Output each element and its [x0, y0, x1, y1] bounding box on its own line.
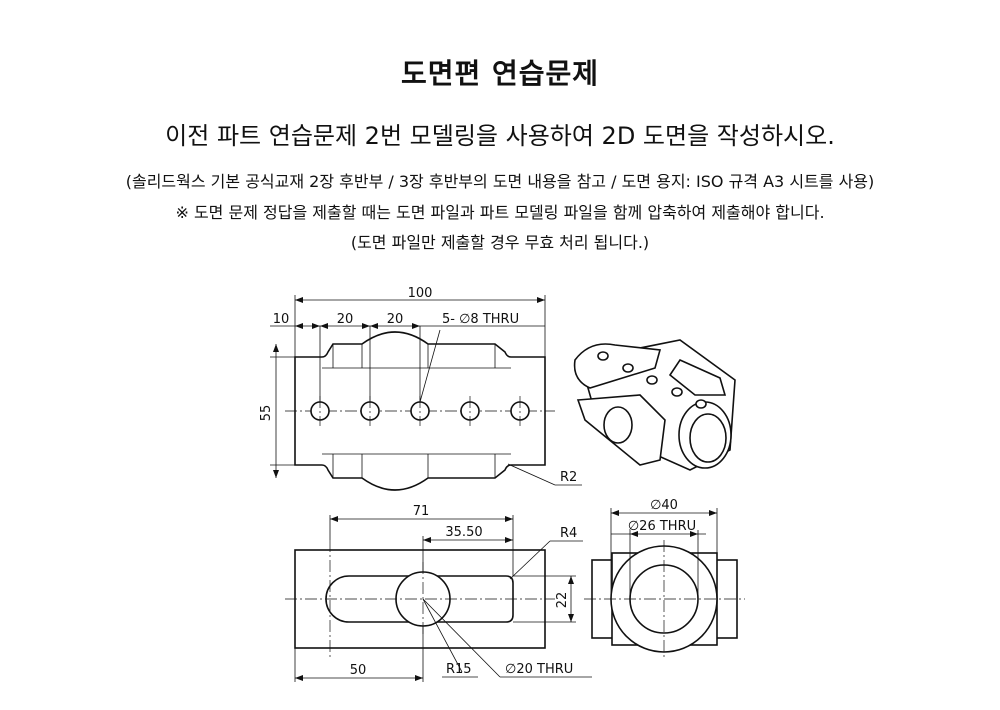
iso-right-boss — [668, 358, 727, 396]
dim-20-label-2: 20 — [387, 312, 404, 327]
top-view: 100 10 20 20 5- ∅8 THRU 55 R2 — [259, 286, 582, 491]
leader-line — [422, 598, 463, 673]
dim-71-label: 71 — [413, 504, 430, 519]
front-view: 71 35.50 R4 22 50 R15 ∅20 THRU — [285, 504, 592, 682]
bore-callout: ∅20 THRU — [505, 662, 573, 677]
submission-note: ※ 도면 문제 정답을 제출할 때는 도면 파일과 파트 모델링 파일을 함께 … — [175, 203, 825, 222]
side-view: ∅40 ∅26 THRU — [584, 498, 745, 660]
arrowheads — [295, 323, 420, 329]
dim-3550-label: 35.50 — [445, 525, 482, 540]
dim-22-label: 22 — [555, 592, 570, 609]
iso-bore-inner — [689, 413, 727, 463]
dim-50-label: 50 — [350, 663, 367, 678]
iso-top-boss — [573, 343, 662, 389]
isometric-view — [573, 339, 736, 471]
reference-note: (솔리드웍스 기본 공식교재 2장 후반부 / 3장 후반부의 도면 내용을 참… — [125, 172, 875, 191]
dim-100-label: 100 — [408, 286, 433, 301]
dim-55-label: 55 — [259, 405, 274, 422]
dim-40-label: ∅40 — [650, 498, 678, 513]
hole-group — [310, 396, 530, 426]
dim-10-label: 10 — [273, 312, 290, 327]
page-title: 도면편 연습문제 — [400, 57, 600, 90]
arrowheads — [630, 531, 698, 537]
leader-line — [419, 329, 441, 403]
leader-line — [509, 540, 551, 580]
leader-line — [507, 463, 556, 486]
dim-26-label: ∅26 THRU — [628, 519, 696, 534]
r15-label: R15 — [446, 662, 472, 677]
task-instruction: 이전 파트 연습문제 2번 모델링을 사용하여 2D 도면을 작성하시오. — [165, 122, 835, 150]
fillet-label: R2 — [560, 470, 577, 485]
iso-boss-bore — [603, 406, 633, 444]
leader-line — [422, 598, 501, 678]
iso-holes — [597, 351, 707, 409]
dim-20-label-1: 20 — [337, 312, 354, 327]
r4-label: R4 — [560, 526, 577, 541]
hole-callout: 5- ∅8 THRU — [442, 312, 519, 327]
invalid-note: (도면 파일만 제출할 경우 무효 처리 됩니다.) — [350, 233, 650, 252]
